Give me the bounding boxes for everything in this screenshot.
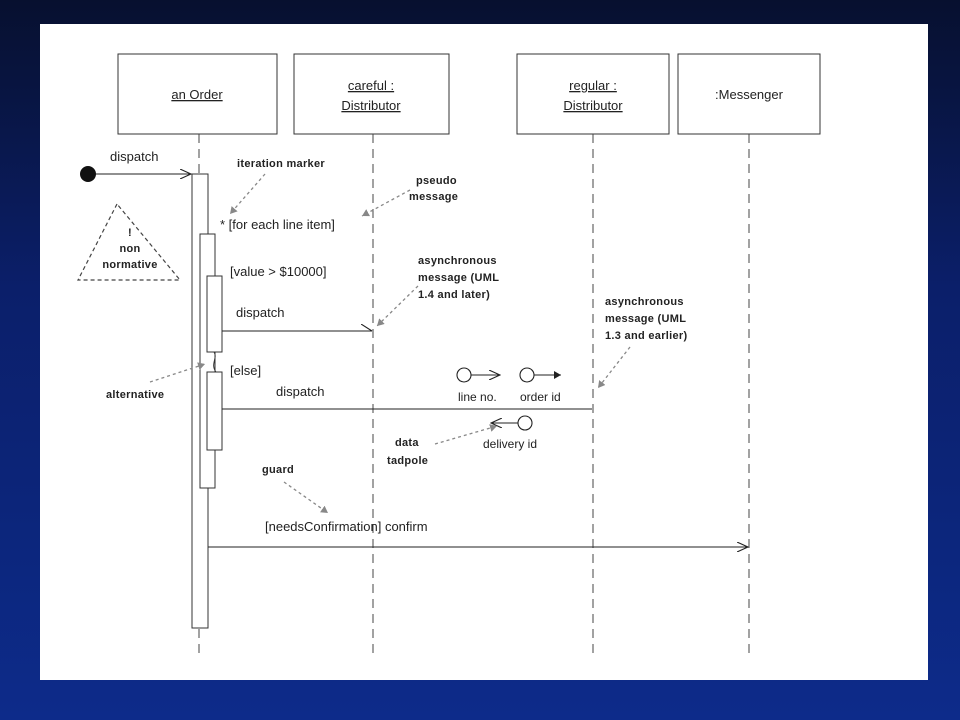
note-async-14-line-1: asynchronous [418, 255, 497, 267]
participant-messenger-label: :Messenger [715, 87, 784, 102]
activation-bar-branch-1 [206, 275, 223, 353]
non-normative-label-1: ! [128, 227, 132, 239]
message-confirm-label: [needsConfirmation] confirm [265, 519, 428, 534]
non-normative-label-3: normative [102, 259, 157, 271]
note-async-14-line-3: 1.4 and later) [418, 289, 490, 301]
non-normative-label-2: non [119, 243, 140, 255]
participant-an-order: an Order [117, 53, 278, 135]
participant-regular-distributor: regular : Distributor [516, 53, 670, 135]
participant-careful-label-1: careful : [348, 78, 394, 93]
note-iteration-marker: iteration marker [237, 158, 325, 170]
tadpole-line-no-label: line no. [458, 390, 497, 404]
participant-regular-label-2: Distributor [563, 98, 623, 113]
tadpole-delivery-id: delivery id [483, 415, 537, 451]
note-async-13-line-1: asynchronous [605, 296, 684, 308]
tadpole-order-id: order id [519, 367, 561, 404]
note-iteration-marker-pointer [229, 173, 266, 215]
note-data-tadpole-line-1: data [395, 437, 419, 449]
sequence-diagram: an Order careful : Distributor regular :… [77, 53, 821, 658]
note-pseudo-line-2: message [409, 191, 458, 203]
tadpole-line-no: line no. [456, 367, 500, 404]
tadpole-delivery-id-label: delivery id [483, 437, 537, 451]
message-dispatch-careful-label: dispatch [236, 305, 284, 320]
guard-else: [else] [230, 363, 261, 378]
note-pseudo-pointer [361, 189, 411, 217]
participant-careful-distributor: careful : Distributor [293, 53, 450, 135]
note-async-13-line-3: 1.3 and earlier) [605, 330, 687, 342]
non-normative-warning-icon: ! non normative [77, 202, 182, 281]
activation-branch-connector [213, 351, 217, 373]
note-guard-pointer [283, 481, 329, 514]
found-message-dispatch-label: dispatch [110, 149, 158, 164]
participant-messenger: :Messenger [677, 53, 821, 135]
guard-value-over-10000: [value > $10000] [230, 264, 327, 279]
note-async-14-line-2: message (UML [418, 272, 499, 284]
participant-careful-label-2: Distributor [341, 98, 401, 113]
note-pseudo-line-1: pseudo [416, 175, 457, 187]
note-data-tadpole-line-2: tadpole [387, 455, 428, 467]
tadpole-order-id-label: order id [520, 390, 561, 404]
found-message-start-dot [80, 166, 96, 182]
activation-bar-branch-2 [206, 371, 223, 451]
diagram-panel: an Order careful : Distributor regular :… [40, 24, 928, 680]
participant-an-order-label: an Order [171, 87, 223, 102]
note-data-tadpole-pointer [434, 424, 498, 445]
participant-regular-label-1: regular : [569, 78, 617, 93]
note-async-13-line-2: message (UML [605, 313, 686, 325]
note-async-14-pointer [376, 285, 419, 327]
note-guard: guard [262, 464, 294, 476]
note-alternative-pointer [149, 362, 206, 383]
note-alternative: alternative [106, 389, 164, 401]
message-dispatch-regular-label: dispatch [276, 384, 324, 399]
guard-for-each-line-item: * [for each line item] [220, 217, 335, 232]
note-async-13-pointer [597, 346, 631, 389]
